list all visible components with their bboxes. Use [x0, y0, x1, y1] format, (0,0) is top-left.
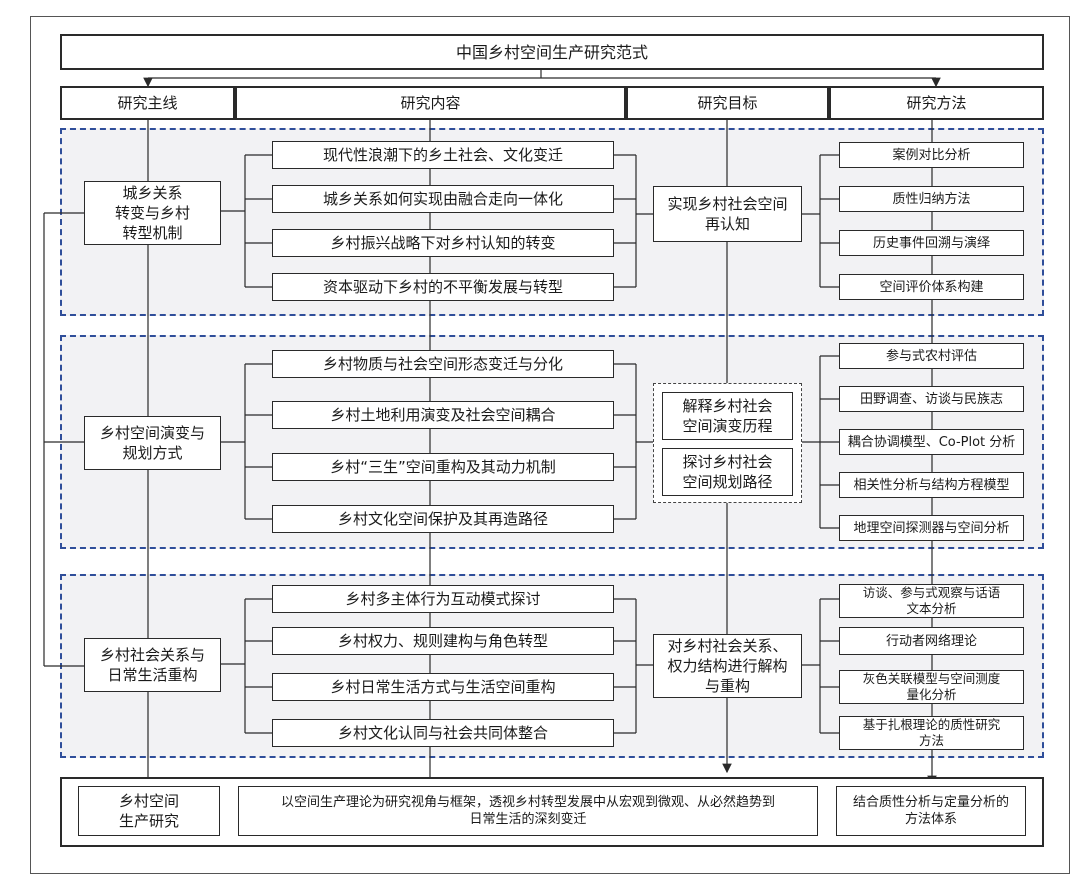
content-box-1-2: 城乡关系如何实现由融合走向一体化 — [272, 185, 614, 213]
header-goal: 研究目标 — [626, 86, 829, 120]
content-box-2-1: 乡村物质与社会空间形态变迁与分化 — [272, 350, 614, 378]
goal-box-1: 实现乡村社会空间再认知 — [653, 186, 802, 242]
summary-left-box: 乡村空间生产研究 — [78, 786, 220, 836]
diagram-title: 中国乡村空间生产研究范式 — [60, 34, 1044, 70]
content-box-3-4: 乡村文化认同与社会共同体整合 — [272, 719, 614, 747]
method-box-2-4: 相关性分析与结构方程模型 — [839, 472, 1024, 498]
method-box-2-5: 地理空间探测器与空间分析 — [839, 515, 1024, 541]
method-box-1-1: 案例对比分析 — [839, 142, 1024, 168]
method-box-3-1: 访谈、参与式观察与话语文本分析 — [839, 584, 1024, 618]
header-method: 研究方法 — [829, 86, 1044, 120]
method-box-2-1: 参与式农村评估 — [839, 343, 1024, 369]
content-box-3-3: 乡村日常生活方式与生活空间重构 — [272, 673, 614, 701]
header-content: 研究内容 — [235, 86, 626, 120]
content-box-1-1: 现代性浪潮下的乡土社会、文化变迁 — [272, 141, 614, 169]
content-box-3-1: 乡村多主体行为互动模式探讨 — [272, 585, 614, 613]
main-line-box-3: 乡村社会关系与日常生活重构 — [84, 638, 221, 692]
content-box-2-3: 乡村“三生”空间重构及其动力机制 — [272, 453, 614, 481]
main-line-box-1: 城乡关系转变与乡村转型机制 — [84, 181, 221, 245]
method-box-1-3: 历史事件回溯与演绎 — [839, 230, 1024, 256]
goal-box-3: 对乡村社会关系、权力结构进行解构与重构 — [653, 634, 802, 698]
method-box-3-3: 灰色关联模型与空间测度量化分析 — [839, 670, 1024, 704]
method-box-3-2: 行动者网络理论 — [839, 627, 1024, 655]
main-line-box-2: 乡村空间演变与规划方式 — [84, 416, 221, 470]
content-box-1-3: 乡村振兴战略下对乡村认知的转变 — [272, 229, 614, 257]
content-box-2-2: 乡村土地利用演变及社会空间耦合 — [272, 401, 614, 429]
method-box-1-4: 空间评价体系构建 — [839, 274, 1024, 300]
method-box-2-2: 田野调查、访谈与民族志 — [839, 386, 1024, 412]
method-box-3-4: 基于扎根理论的质性研究方法 — [839, 716, 1024, 750]
header-main-line: 研究主线 — [60, 86, 235, 120]
goal-box-2-2: 探讨乡村社会空间规划路径 — [662, 448, 793, 496]
content-box-1-4: 资本驱动下乡村的不平衡发展与转型 — [272, 273, 614, 301]
goal-box-2-1: 解释乡村社会空间演变历程 — [662, 392, 793, 440]
summary-center-box: 以空间生产理论为研究视角与框架，透视乡村转型发展中从宏观到微观、从必然趋势到日常… — [238, 786, 818, 836]
content-box-3-2: 乡村权力、规则建构与角色转型 — [272, 627, 614, 655]
content-box-2-4: 乡村文化空间保护及其再造路径 — [272, 505, 614, 533]
summary-right-box: 结合质性分析与定量分析的方法体系 — [836, 786, 1026, 836]
method-box-2-3: 耦合协调模型、Co-Plot 分析 — [839, 429, 1024, 455]
method-box-1-2: 质性归纳方法 — [839, 186, 1024, 212]
